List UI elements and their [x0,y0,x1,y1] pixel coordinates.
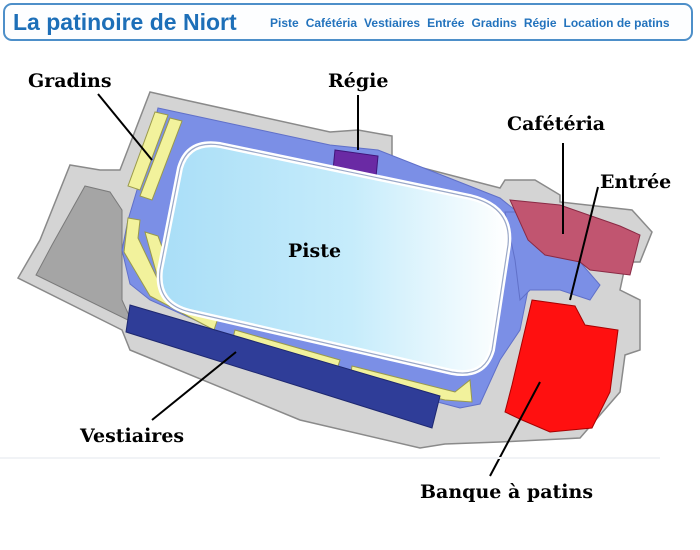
left-annex-room [35,185,134,324]
label-vestiaires: Vestiaires [79,425,184,447]
nav-link-cafeteria[interactable]: Cafétéria [305,16,358,30]
nav-link-vestiaires[interactable]: Vestiaires [364,16,421,30]
nav-link-gradins[interactable]: Gradins [471,16,517,30]
site-title[interactable]: La patinoire de Niort [13,9,237,35]
label-gradins: Gradins [28,70,112,92]
label-entree: Entrée [600,171,671,193]
banque-a-patins-room [504,299,619,433]
piste-outline [158,143,509,374]
main-nav: Piste Cafétéria Vestiaires Entrée Gradin… [270,16,670,30]
label-cafeteria: Cafétéria [507,113,605,135]
nav-link-entree[interactable]: Entrée [427,16,465,30]
label-piste: Piste [288,240,341,262]
content-divider [0,457,660,459]
site-header: La patinoire de Niort Piste Cafétéria Ve… [3,3,693,41]
label-banque-a-patins: Banque à patins [420,481,593,503]
nav-link-regie[interactable]: Régie [523,16,557,30]
label-regie: Régie [328,70,388,92]
nav-link-location[interactable]: Location de patins [563,16,670,30]
label-leader-lines [97,93,599,477]
vestiaires-room [125,304,441,429]
nav-link-piste[interactable]: Piste [270,16,299,30]
